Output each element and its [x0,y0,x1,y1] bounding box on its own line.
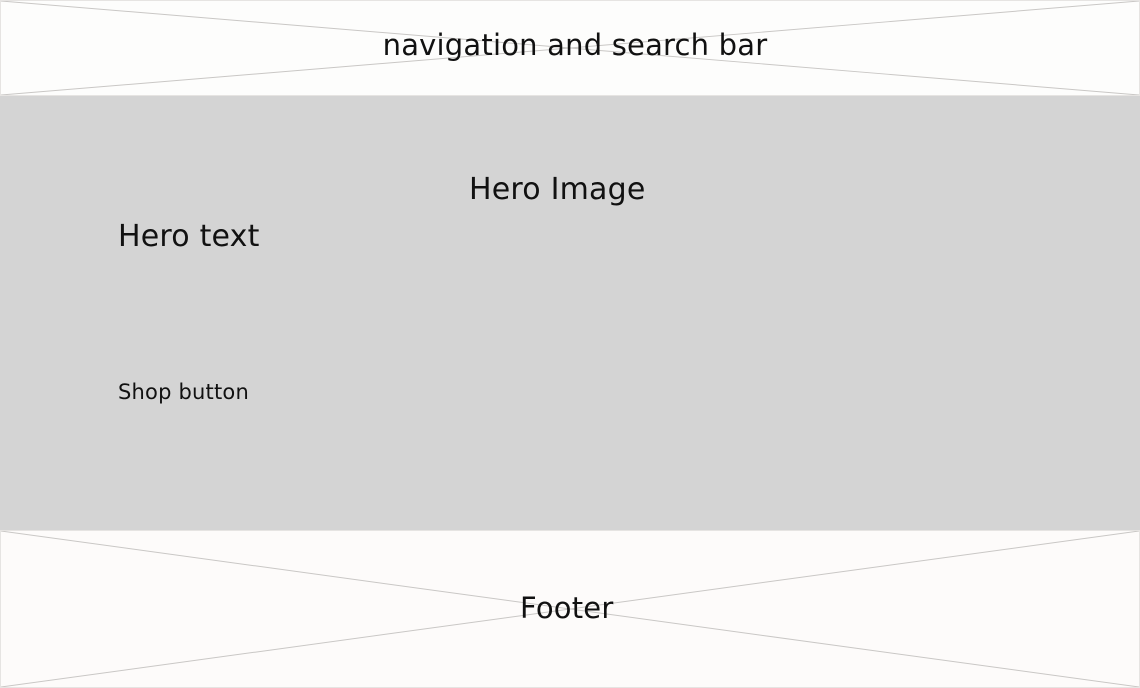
navigation-placeholder-cross [1,1,1139,95]
footer-placeholder-cross [1,531,1139,687]
shop-button[interactable]: Shop button [118,380,249,404]
footer-label: Footer [520,591,614,625]
footer-placeholder: Footer [0,530,1140,688]
hero-image-label: Hero Image [469,172,646,207]
hero-text: Hero text [118,219,260,254]
navigation-search-bar-placeholder: navigation and search bar [0,0,1140,96]
navigation-search-bar-label: navigation and search bar [382,28,768,62]
hero-section: Hero Image Hero text Shop button [0,96,1140,530]
